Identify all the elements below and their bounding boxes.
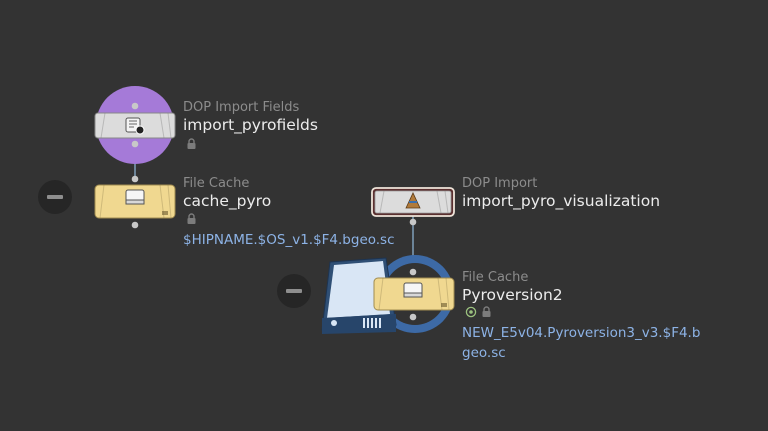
- node-name-label[interactable]: Pyroversion2: [462, 286, 563, 304]
- output-connector[interactable]: [409, 313, 417, 321]
- dop-fields-icon: [125, 117, 145, 135]
- bypass-badge-icon[interactable]: [38, 180, 72, 214]
- node-cache-path: $HIPNAME.$OS_v1.$F4.bgeo.sc: [183, 232, 395, 248]
- node-type-label: File Cache: [462, 270, 529, 285]
- node-name-label[interactable]: cache_pyro: [183, 192, 272, 210]
- node-pyroversion2[interactable]: [373, 268, 455, 321]
- node-flags: [465, 306, 492, 318]
- node-type-label: DOP Import: [462, 176, 538, 191]
- node-cache-pyro[interactable]: [94, 175, 176, 229]
- output-connector[interactable]: [409, 218, 417, 226]
- output-connector[interactable]: [131, 221, 139, 229]
- disk-drive-icon: [403, 282, 423, 298]
- node-cache-path-line1: NEW_E5v04.Pyroversion3_v3.$F4.b: [462, 325, 701, 341]
- display-flag-icon[interactable]: [465, 306, 477, 318]
- node-import-pyro-visualization[interactable]: [371, 187, 455, 226]
- node-type-label: DOP Import Fields: [183, 100, 300, 115]
- disk-drive-icon: [125, 189, 145, 205]
- lock-icon[interactable]: [481, 306, 492, 318]
- node-import-pyrofields[interactable]: [94, 102, 176, 148]
- input-connector[interactable]: [131, 175, 139, 183]
- bypass-badge-icon[interactable]: [277, 274, 311, 308]
- lock-icon[interactable]: [186, 213, 197, 225]
- input-connector[interactable]: [409, 268, 417, 276]
- node-name-label[interactable]: import_pyrofields: [183, 116, 318, 134]
- node-type-label: File Cache: [183, 176, 250, 191]
- node-cache-path-line2: geo.sc: [462, 345, 506, 361]
- node-name-label[interactable]: import_pyro_visualization: [462, 192, 661, 210]
- input-connector[interactable]: [131, 102, 139, 110]
- node-flags: [186, 213, 197, 225]
- lock-icon[interactable]: [186, 138, 197, 150]
- dop-import-icon: [405, 192, 421, 209]
- output-connector[interactable]: [131, 140, 139, 148]
- node-flags: [186, 138, 197, 150]
